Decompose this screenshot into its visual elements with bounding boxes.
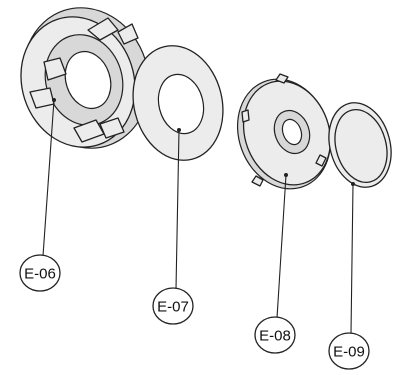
part-e-07-washer [132, 45, 224, 161]
callout-e-08: E-08 [254, 316, 296, 354]
callout-label-e-09: E-09 [333, 344, 365, 361]
callout-e-09: E-09 [328, 332, 370, 370]
leader-e09 [350, 183, 354, 335]
plate-tooth-right [315, 154, 327, 167]
part-e-08-plate [236, 73, 332, 190]
plate-tooth-bottom [251, 175, 264, 187]
plate-tooth-left [241, 109, 250, 123]
housing-tab-bottom-right [99, 117, 125, 139]
callout-e-07: E-07 [152, 287, 194, 325]
housing-tab-top [87, 17, 119, 41]
leader-e08 [276, 174, 287, 319]
part-e-06-housing [20, 7, 150, 149]
callout-label-e-06: E-06 [24, 266, 56, 283]
part-e-09-shim [328, 102, 392, 188]
plate-tooth-top [275, 73, 289, 84]
housing-tab-top-right [117, 23, 139, 45]
leader-e06 [42, 99, 55, 257]
leader-e07 [175, 129, 180, 290]
housing-tab-left [43, 57, 67, 81]
leader-lines [42, 98, 355, 335]
callout-label-e-07: E-07 [157, 299, 189, 316]
callout-label-e-08: E-08 [259, 328, 291, 345]
callout-e-06: E-06 [19, 254, 61, 292]
